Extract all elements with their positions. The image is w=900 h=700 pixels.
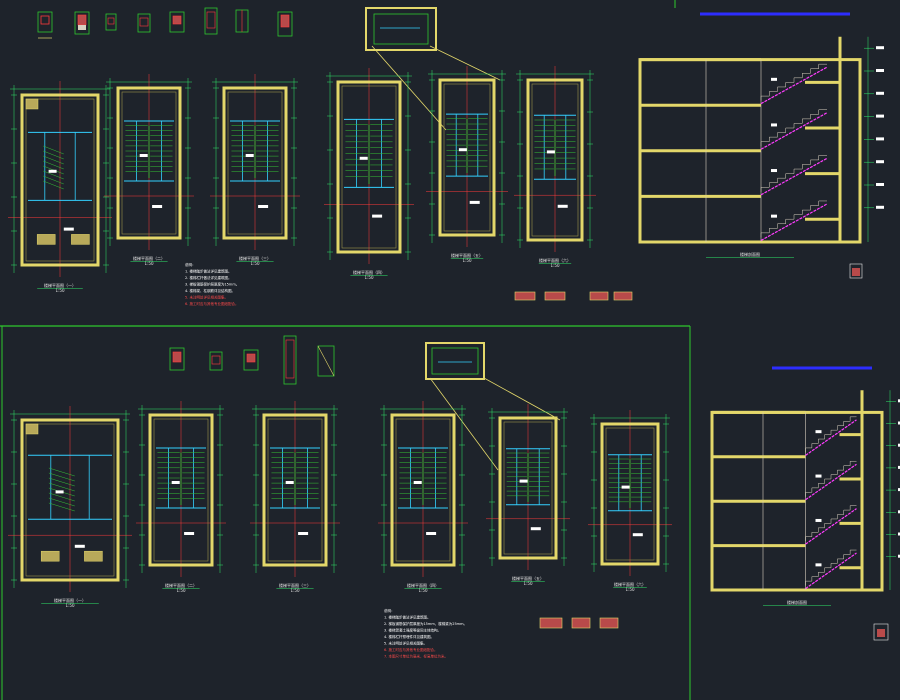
section-title: 楼梯剖面图	[787, 599, 807, 605]
top-swatches	[514, 291, 633, 301]
column-detail-icon	[277, 11, 293, 37]
note-line: 1. 楼梯踏步做法详见建筑图。	[185, 269, 231, 274]
plan-title: 楼梯平面图（一）	[44, 282, 76, 288]
note-line: 5. 未注明处详见相关图集。	[185, 295, 228, 300]
stair-section-icon	[849, 263, 863, 279]
plan-title: 楼梯平面图（二）	[133, 255, 165, 261]
bottom-detail-row	[169, 335, 335, 385]
note-line: 6. 施工时应与其他专业图纸配合。	[384, 647, 437, 652]
note-line: 4. 楼梯栏杆预埋件详见建筑图。	[384, 634, 434, 639]
plan-title: 楼梯平面图（四）	[353, 269, 385, 275]
plan-scale: 1:50	[419, 588, 428, 593]
plan-title: 楼梯平面图（六）	[614, 581, 646, 587]
plan-scale: 1:50	[177, 588, 186, 593]
column-detail-icon	[74, 11, 90, 35]
stair-plan: 楼梯平面图（三）1:50	[210, 74, 300, 266]
note-line: 5. 未注明处详见相关图集。	[384, 641, 427, 646]
section-title: 楼梯剖面图	[740, 251, 760, 257]
bottom-swatches	[539, 617, 619, 629]
plan-title: 楼梯平面图（三）	[279, 582, 311, 588]
stair-plan: 楼梯平面图（二）1:50	[136, 401, 226, 593]
bottom-stair-section: 楼梯剖面图	[710, 366, 900, 606]
note-line: 4. 楼梯梁、柱钢筋详见结构图。	[185, 288, 235, 293]
section-detail-icon	[243, 349, 259, 371]
plan-title: 楼梯平面图（三）	[239, 255, 271, 261]
stair-section: 楼梯剖面图	[638, 12, 884, 258]
top-plans: 楼梯平面图（一）1:50楼梯平面图（二）1:50楼梯平面图（三）1:50楼梯平面…	[8, 66, 596, 293]
column-detail-icon	[204, 7, 218, 35]
stair-plan: 楼梯平面图（五）1:50	[486, 404, 570, 586]
column-detail-icon	[169, 347, 185, 371]
top-notes: 说明： 1. 楼梯踏步做法详见建筑图。2. 楼梯栏杆做法详见建筑图。 3. 梯板钢筋…	[185, 262, 239, 306]
plan-scale: 1:50	[291, 588, 300, 593]
top-stair-section: 楼梯剖面图	[638, 12, 884, 258]
note-line: 7. 本图尺寸单位为毫米，标高单位为米。	[384, 654, 448, 659]
stair-plan: 楼梯平面图（六）1:50	[588, 410, 672, 592]
plan-title: 楼梯平面图（一）	[54, 597, 86, 603]
plan-scale: 1:50	[626, 587, 635, 592]
plan-title: 楼梯平面图（六）	[539, 257, 571, 263]
plan-scale: 1:50	[365, 275, 374, 280]
section-detail-icon	[317, 345, 335, 377]
plan-title: 楼梯平面图（五）	[451, 252, 483, 258]
plan-scale: 1:50	[524, 581, 533, 586]
note-line: 说明：	[384, 608, 395, 613]
plan-scale: 1:50	[145, 261, 154, 266]
stair-plan: 楼梯平面图（五）1:50	[426, 66, 508, 263]
bottom-notes: 说明： 1. 楼梯踏步做法详见建筑图。2. 梯板钢筋保护层厚度为15mm，楼梯梁为…	[384, 608, 467, 659]
plan-scale: 1:50	[66, 603, 75, 608]
note-line: 说明：	[185, 262, 196, 267]
note-line: 6. 施工时应与其他专业图纸配合。	[185, 301, 238, 306]
bottom-callout-detail	[425, 342, 561, 471]
note-line: 3. 梯板钢筋保护层厚度为15mm。	[185, 282, 239, 287]
top-detail-row	[37, 7, 293, 39]
stair-plan: 楼梯平面图（四）1:50	[378, 401, 468, 593]
column-detail-icon	[235, 9, 249, 33]
column-detail-icon	[283, 335, 297, 385]
plan-scale: 1:50	[251, 261, 260, 266]
note-line: 1. 楼梯踏步做法详见建筑图。	[384, 615, 430, 620]
section-detail-icon	[105, 13, 117, 31]
plan-scale: 1:50	[463, 258, 472, 263]
stair-section: 楼梯剖面图	[710, 366, 900, 606]
plan-scale: 1:50	[551, 263, 560, 268]
stair-plan: 楼梯平面图（六）1:50	[514, 66, 596, 268]
stair-section-icon	[873, 623, 889, 641]
plan-scale: 1:50	[56, 288, 65, 293]
plan-title: 楼梯平面图（五）	[512, 575, 544, 581]
note-line: 2. 楼梯栏杆做法详见建筑图。	[185, 275, 231, 280]
section-detail-icon	[137, 13, 151, 33]
note-line: 3. 楼梯混凝土强度等级同主体结构。	[384, 628, 441, 633]
section-detail-icon	[37, 11, 53, 39]
stair-plan: 楼梯平面图（二）1:50	[104, 74, 194, 266]
note-line: 2. 梯板钢筋保护层厚度为15mm，楼梯梁为25mm。	[384, 621, 467, 626]
stair-plan: 楼梯平面图（一）1:50	[8, 81, 112, 293]
plan-title: 楼梯平面图（二）	[165, 582, 197, 588]
stair-plan: 楼梯平面图（一）1:50	[8, 406, 132, 608]
top-callout-detail	[365, 7, 501, 131]
stair-plan: 楼梯平面图（三）1:50	[250, 401, 340, 593]
section-detail-icon	[209, 351, 223, 371]
plan-title: 楼梯平面图（四）	[407, 582, 439, 588]
stair-plan: 楼梯平面图（四）1:50	[324, 68, 414, 280]
bottom-plans: 楼梯平面图（一）1:50楼梯平面图（二）1:50楼梯平面图（三）1:50楼梯平面…	[8, 401, 672, 608]
section-detail-icon	[169, 11, 185, 33]
